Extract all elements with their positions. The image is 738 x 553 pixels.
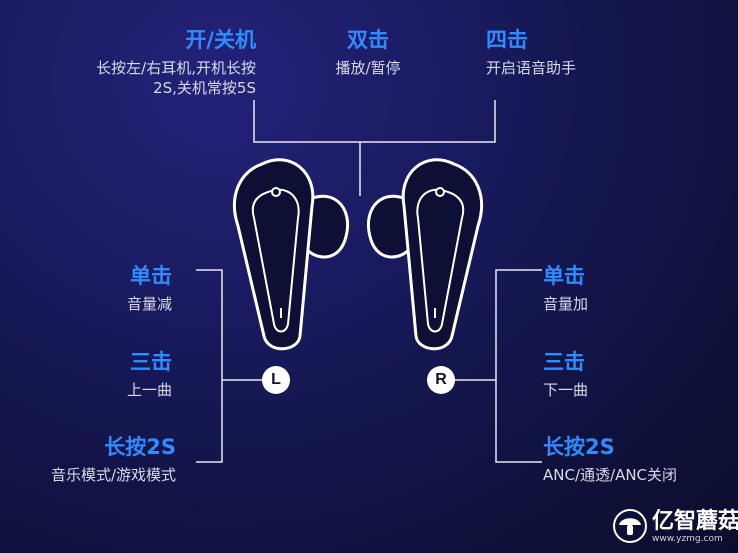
- quad-tap-title: 四击: [486, 28, 528, 52]
- quad-tap-block: 四击 开启语音助手: [486, 28, 576, 78]
- right-single-desc: 音量加: [543, 295, 589, 313]
- right-single-block: 单击 音量加: [543, 264, 588, 314]
- right-triple-title: 三击: [543, 350, 585, 374]
- right-hold-title: 长按2S: [543, 435, 615, 459]
- power-desc-line2: 2S,关机常按5S: [153, 79, 256, 97]
- left-hold-block: 长按2S 音乐模式/游戏模式: [51, 435, 176, 485]
- left-triple-block: 三击 上一曲: [127, 350, 172, 400]
- left-single-title: 单击: [130, 264, 172, 288]
- left-triple-title: 三击: [130, 350, 172, 374]
- right-hold-block: 长按2S ANC/通透/ANC关闭: [543, 435, 677, 485]
- right-badge: R: [427, 366, 455, 394]
- right-triple-block: 三击 下一曲: [543, 350, 588, 400]
- double-tap-block: 双击 播放/暂停: [318, 28, 418, 78]
- double-tap-desc: 播放/暂停: [335, 59, 401, 77]
- watermark-url: www.yzmg.com: [652, 534, 723, 544]
- quad-tap-desc: 开启语音助手: [486, 59, 577, 77]
- power-desc-line1: 长按左/右耳机,开机长按: [96, 59, 256, 77]
- watermark: 亿智蘑菇 www.yzmg.com: [652, 509, 738, 545]
- mushroom-logo-icon: [612, 508, 648, 544]
- watermark-name: 亿智蘑菇: [652, 509, 738, 534]
- left-hold-desc: 音乐模式/游戏模式: [50, 466, 176, 484]
- left-hold-title: 长按2S: [104, 435, 176, 459]
- right-hold-desc: ANC/通透/ANC关闭: [543, 466, 678, 484]
- right-earbud: [366, 158, 483, 351]
- double-tap-title: 双击: [347, 28, 389, 52]
- left-triple-desc: 上一曲: [126, 381, 172, 399]
- left-badge: L: [262, 366, 290, 394]
- power-title: 开/关机: [185, 28, 256, 52]
- left-earbud: [233, 158, 350, 351]
- left-single-block: 单击 音量减: [127, 264, 172, 314]
- left-single-desc: 音量减: [126, 295, 172, 313]
- power-block: 开/关机 长按左/右耳机,开机长按 2S,关机常按5S: [96, 28, 256, 98]
- right-triple-desc: 下一曲: [543, 381, 589, 399]
- right-single-title: 单击: [543, 264, 585, 288]
